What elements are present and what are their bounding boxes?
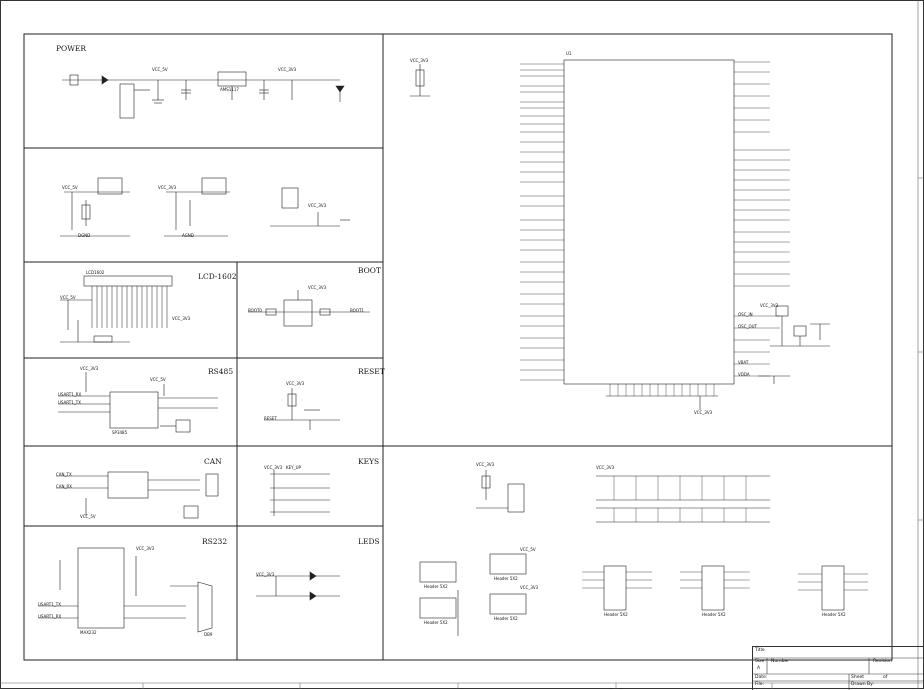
net-label-reset: RESET (264, 416, 277, 421)
net-label-vcc3v3-boot: VCC_3V3 (308, 285, 327, 290)
titleblock-file-label: File: (755, 682, 765, 687)
net-label-vcc3v3-mcu: VCC_3V3 (410, 58, 429, 63)
titleblock-size-value: A (757, 666, 761, 671)
net-label-agnd: AGND (182, 233, 194, 238)
net-label-vcc3v3-header: VCC_3V3 (520, 585, 539, 590)
part-label-ams1117: AMS1117 (220, 87, 239, 92)
net-label-vcc5v-filter: VCC_5V (62, 185, 78, 190)
net-label-usart1-tx: USART1_TX (58, 400, 81, 405)
section-boot-title: BOOT (358, 266, 381, 275)
net-label-vcc3v3-rs485: VCC_3V3 (80, 366, 99, 371)
titleblock-of-label: of (883, 675, 888, 680)
titleblock-number-label: Number (771, 659, 790, 664)
title-block: Title Size A Number Revision Date: File:… (752, 646, 924, 690)
titleblock-revision-label: Revision (873, 659, 892, 664)
net-label-boot0: BOOT0 (248, 308, 262, 313)
net-label-dgnd: DGND (78, 233, 91, 238)
section-lcd-title: LCD-1602 (198, 272, 237, 281)
net-label-vcc3v3-power: VCC_3V3 (278, 67, 297, 72)
net-label-vcc5v-can: VCC_5V (80, 514, 96, 519)
titleblock-date-label: Date: (755, 675, 768, 680)
net-label-usart1-rx: USART1_RX (58, 392, 82, 397)
titleblock-title-label: Title (755, 648, 765, 653)
net-label-vcc3v3-hclk: VCC_3V3 (308, 203, 327, 208)
net-label-vcc5v-lcd: VCC_5V (60, 295, 76, 300)
section-rs232-title: RS232 (202, 537, 228, 546)
section-keys-title: KEYS (358, 457, 380, 466)
part-label-max232: MAX232 (80, 630, 97, 635)
net-label-vcc3v3-decoupling: VCC_3V3 (596, 465, 615, 470)
part-label-header-7: Header 5X2 (822, 612, 846, 617)
net-label-vcc3v3-keys: VCC_3V3 (264, 465, 283, 470)
net-label-usart1-rx-232: USART1_RX (38, 614, 62, 619)
net-label-vcc3v3-pin: VCC_3V3 (476, 462, 495, 467)
net-label-vdda: VDDA (738, 372, 750, 377)
titleblock-size-label: Size (755, 659, 765, 664)
net-label-vcc5v-rs485: VCC_5V (150, 377, 166, 382)
net-label-vcc3v3-leds: VCC_3V3 (256, 572, 275, 577)
titleblock-sheet-label: Sheet (851, 675, 865, 680)
part-label-header-5: Header 5X2 (604, 612, 628, 617)
net-label-can-tx: CAN_TX (56, 472, 72, 477)
net-label-vcc3v3-rs232: VCC_3V3 (136, 546, 155, 551)
net-label-boot1: BOOT1 (350, 308, 364, 313)
section-leds-title: LEDS (358, 537, 380, 546)
part-label-db9: DB9 (204, 632, 213, 637)
net-label-vcc3v3-reset: VCC_3V3 (286, 381, 305, 386)
section-rs485-title: RS485 (208, 367, 234, 376)
net-label-vbat: VBAT (738, 360, 749, 365)
part-label-header-1: Header 5X2 (424, 584, 448, 589)
net-label-vcc3v3-lcd: VCC_3V3 (172, 316, 191, 321)
title-block-grid (753, 657, 924, 690)
section-reset-title: RESET (358, 367, 385, 376)
section-can-title: CAN (204, 457, 222, 466)
part-label-sp3485: SP3485 (112, 430, 128, 435)
net-label-osc-in: OSC_IN (738, 312, 753, 317)
net-label-vcc3v3-osc: VCC_3V3 (760, 303, 779, 308)
net-label-key-up: KEY_UP (286, 465, 301, 470)
net-label-usart1-tx-232: USART1_TX (38, 602, 61, 607)
part-label-lcd1602: LCD1602 (86, 270, 105, 275)
part-label-mcu: U1 (566, 51, 572, 56)
net-label-vcc3v3-mcu-bottom: VCC_3V3 (694, 410, 713, 415)
net-label-vcc5v-header: VCC_5V (520, 547, 536, 552)
net-label-osc-out: OSC_OUT (738, 324, 757, 329)
titleblock-drawnby-label: Drawn By: (851, 682, 874, 687)
part-label-header-2: Header 5X2 (494, 576, 518, 581)
net-label-vcc3v3-filter: VCC_3V3 (158, 185, 177, 190)
net-label-vcc5v: VCC_5V (152, 67, 168, 72)
part-label-header-4: Header 5X2 (494, 616, 518, 621)
part-label-header-6: Header 5X2 (702, 612, 726, 617)
part-label-header-3: Header 5X2 (424, 620, 448, 625)
net-label-can-rx: CAN_RX (56, 484, 73, 489)
section-power-title: POWER (56, 44, 87, 53)
